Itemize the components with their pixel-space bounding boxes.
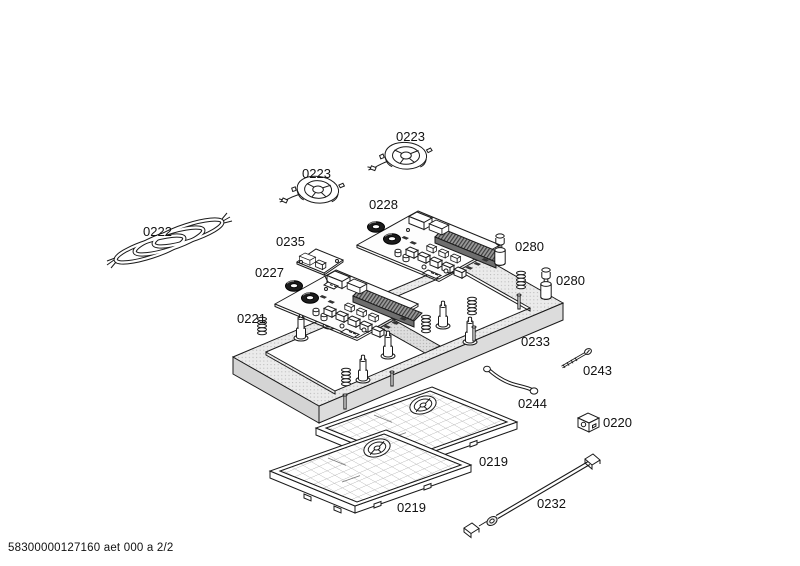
part-rod-0232 [463,453,601,539]
part-board-0235 [295,248,345,290]
drawing-number: 58300000127160 aet 000 a 2/2 [8,542,173,554]
callout-0233: 0233 [521,334,550,349]
callout-0223-lower: 0223 [302,166,331,181]
part-screw-0280-upper [494,233,506,266]
callout-0244: 0244 [518,396,547,411]
part-fan-upper-0223 [367,141,433,172]
callout-0232: 0232 [537,496,566,511]
callout-0219-left: 0219 [397,500,426,515]
part-screw-0280-lower [540,267,552,300]
callout-0280-upper: 0280 [515,239,544,254]
part-frame-0221 [231,253,565,424]
callout-0227: 0227 [255,265,284,280]
callout-0228: 0228 [369,197,398,212]
part-screw-0243 [561,348,592,369]
part-cable-0222 [106,212,233,269]
callout-0220: 0220 [603,415,632,430]
callout-0235: 0235 [276,234,305,249]
callout-0219-right: 0219 [479,454,508,469]
callout-0221: 0221 [237,311,266,326]
callout-0243: 0243 [583,363,612,378]
part-block-0220 [576,412,601,433]
callout-0223-upper: 0223 [396,129,425,144]
part-wire-0244 [483,365,539,395]
callout-0222: 0222 [143,224,172,239]
callout-0280-lower: 0280 [556,273,585,288]
